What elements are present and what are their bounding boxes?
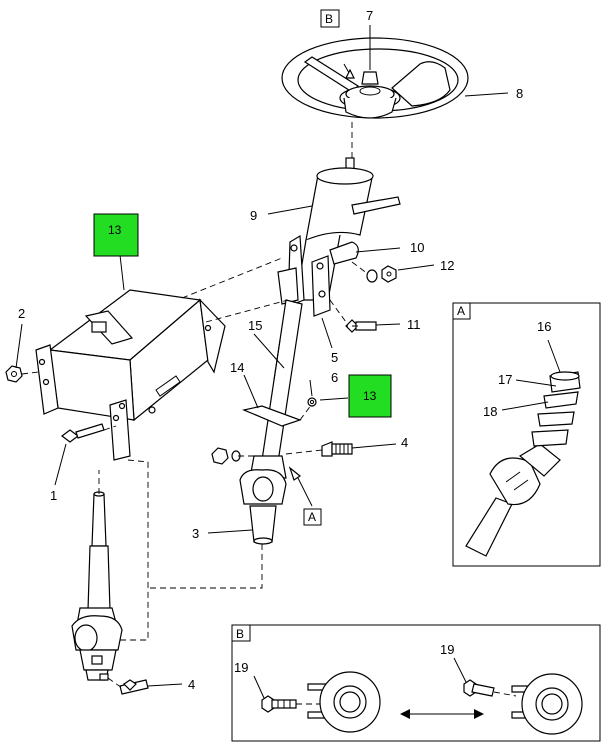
lower-shaft bbox=[71, 491, 123, 681]
highlight-13-bracket-label: 13 bbox=[108, 223, 122, 237]
callout-5: 5 bbox=[331, 350, 338, 365]
bolt-4-upper bbox=[211, 441, 353, 465]
callout-2: 2 bbox=[18, 306, 25, 321]
upper-u-joint bbox=[239, 455, 287, 545]
bolt-1 bbox=[61, 423, 105, 443]
mounting-bracket bbox=[35, 289, 226, 461]
bolt-11 bbox=[345, 319, 377, 333]
detail-a-panel: A 16 17 18 bbox=[452, 302, 601, 567]
bolt-4-lower bbox=[119, 679, 149, 695]
detail-b-panel: B 19 19 bbox=[231, 624, 601, 742]
detail-a-label: A bbox=[457, 304, 465, 318]
ref-box-A: A bbox=[303, 508, 322, 526]
nut-6 bbox=[307, 397, 317, 407]
leader-lines bbox=[15, 25, 509, 687]
ref-box-A-label: A bbox=[308, 510, 316, 524]
callout-18: 18 bbox=[483, 404, 497, 419]
callout-16: 16 bbox=[537, 319, 551, 334]
highlight-13-nut-label: 13 bbox=[363, 389, 377, 403]
callout-1: 1 bbox=[50, 488, 57, 503]
ref-box-B-label: B bbox=[325, 12, 333, 26]
callout-19-right: 19 bbox=[440, 642, 454, 657]
steering-wheel bbox=[281, 37, 469, 119]
callout-15: 15 bbox=[248, 318, 262, 333]
callout-labels: 7 8 9 10 12 11 15 5 6 14 2 1 4 3 4 bbox=[18, 8, 523, 692]
nut-washer-12 bbox=[366, 265, 397, 283]
callout-4-upper: 4 bbox=[401, 435, 408, 450]
detail-b-label: B bbox=[236, 627, 244, 641]
highlight-13-bracket[interactable]: 13 bbox=[93, 213, 139, 257]
callout-11: 11 bbox=[407, 317, 421, 332]
callout-14: 14 bbox=[230, 360, 244, 375]
callout-9: 9 bbox=[250, 208, 257, 223]
callout-7: 7 bbox=[366, 8, 373, 23]
callout-4-lower: 4 bbox=[188, 677, 195, 692]
callout-19-left: 19 bbox=[234, 660, 248, 675]
nut-2 bbox=[5, 365, 23, 383]
callout-3: 3 bbox=[192, 526, 199, 541]
callout-17: 17 bbox=[498, 372, 512, 387]
callout-8: 8 bbox=[516, 86, 523, 101]
callout-12: 12 bbox=[440, 258, 454, 273]
callout-6: 6 bbox=[331, 370, 338, 385]
callout-10: 10 bbox=[410, 240, 424, 255]
ref-box-B: B bbox=[320, 9, 340, 28]
highlight-13-nut[interactable]: 13 bbox=[348, 374, 392, 418]
assembly-lines bbox=[21, 257, 369, 689]
